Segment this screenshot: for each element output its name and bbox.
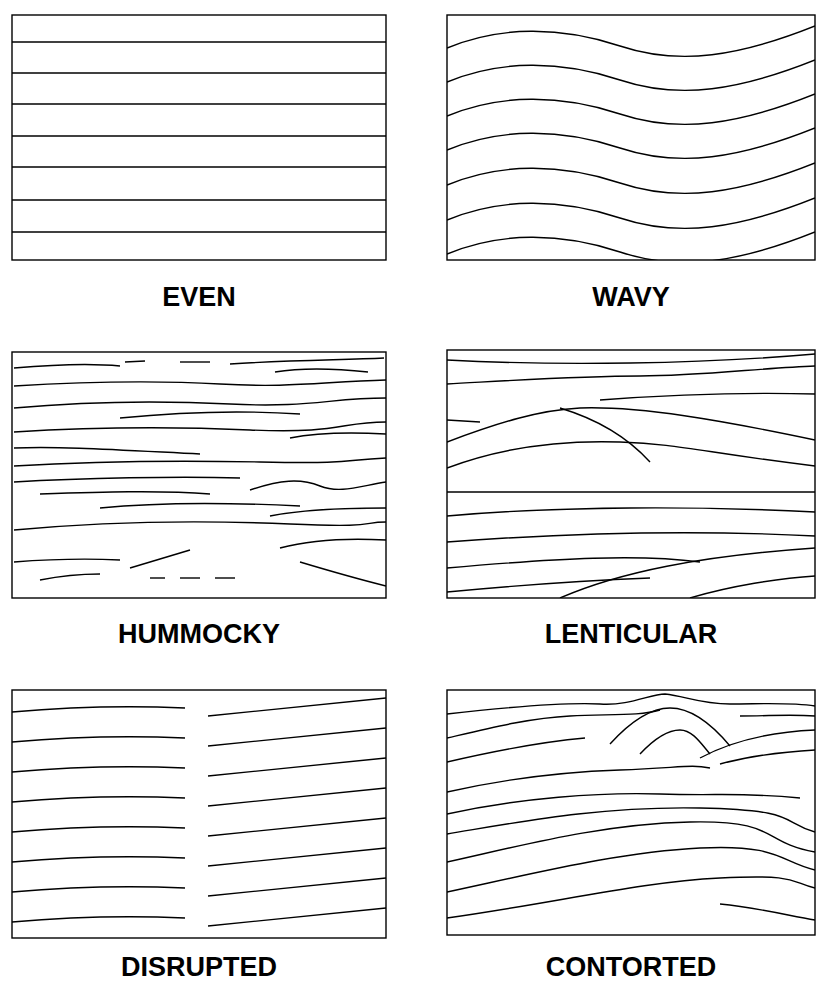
panel-label: EVEN <box>12 281 386 313</box>
disrupted-bedding <box>12 698 386 926</box>
panel-label: WAVY <box>447 281 815 313</box>
panel-frame <box>447 350 815 598</box>
lenticular-bedding <box>447 354 815 598</box>
panel-label: HUMMOCKY <box>12 618 386 650</box>
panel-frame <box>12 15 386 260</box>
panel-frame <box>447 690 815 935</box>
panel-frame <box>447 15 815 260</box>
even-bedding <box>12 42 386 232</box>
wavy-bedding <box>447 26 815 260</box>
panel-frame <box>12 690 386 938</box>
panel-label: CONTORTED <box>447 951 815 983</box>
contorted-bedding <box>447 694 815 920</box>
panel-label: LENTICULAR <box>447 618 815 650</box>
hummocky-bedding <box>14 358 386 586</box>
panel-frame <box>12 352 386 598</box>
panel-label: DISRUPTED <box>12 951 386 983</box>
